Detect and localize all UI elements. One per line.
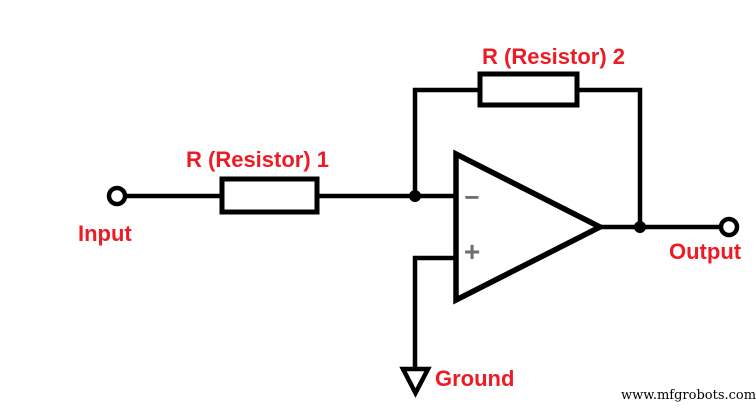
inverting-junction-dot	[409, 190, 421, 202]
resistor1-body	[219, 176, 320, 215]
feedback-right-wire	[575, 87, 643, 229]
input-label: Input	[78, 221, 132, 246]
output-junction-dot	[634, 221, 646, 233]
feedback-left-wire	[412, 87, 482, 198]
resistor2-body	[477, 71, 580, 108]
ground-symbol	[399, 366, 432, 398]
opamp-inverting-input-sign: −	[464, 182, 480, 212]
opamp-triangle	[453, 149, 607, 305]
output-terminal-circle	[718, 216, 740, 238]
input-terminal-circle	[106, 185, 128, 207]
noninverting-to-ground-wire	[412, 255, 458, 370]
resistor2-label: R (Resistor) 2	[482, 44, 626, 69]
watermark: www.mfgrobots.com	[621, 388, 756, 403]
output-label: Output	[669, 239, 742, 264]
opamp-noninverting-input-sign: +	[463, 236, 481, 267]
ground-label: Ground	[435, 366, 515, 391]
resistor1-label: R (Resistor) 1	[186, 147, 330, 172]
